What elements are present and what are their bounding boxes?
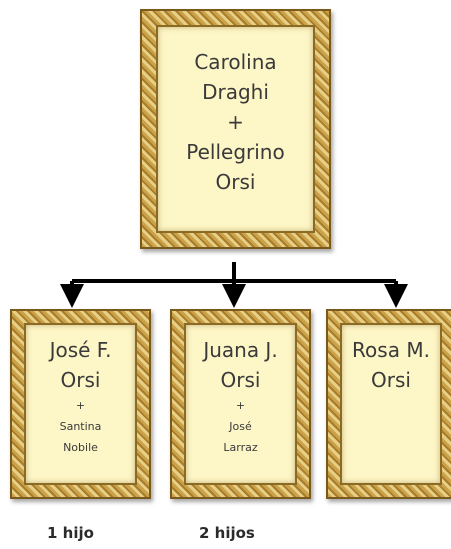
- plus-sign: +: [235, 399, 246, 412]
- children-count-juana: 2 hijos: [199, 524, 255, 542]
- parent-name-line-4: Orsi: [215, 170, 256, 194]
- spouse-name-line-2: Nobile: [63, 441, 98, 454]
- plus-sign: +: [227, 110, 244, 134]
- child-name-line-2: Orsi: [371, 368, 411, 392]
- child-card: Rosa M. Orsi: [340, 323, 442, 485]
- child-card: José F. Orsi + Santina Nobile: [24, 323, 137, 485]
- spouse-name-line-2: Larraz: [223, 441, 258, 454]
- children-count-jose: 1 hijo: [47, 524, 94, 542]
- parents-frame: Carolina Draghi + Pellegrino Orsi: [140, 9, 331, 249]
- parent-name-line-1: Carolina: [194, 50, 277, 74]
- parents-card: Carolina Draghi + Pellegrino Orsi: [156, 25, 315, 233]
- child-name-line-1: José F.: [49, 338, 112, 362]
- spouse-name-line-1: Santina: [59, 420, 102, 433]
- child-name-line-1: Juana J.: [203, 338, 278, 362]
- child-name-line-2: Orsi: [220, 368, 261, 392]
- child-frame-juana: Juana J. Orsi + José Larraz: [170, 309, 311, 499]
- child-name-line-2: Orsi: [60, 368, 101, 392]
- parent-name-line-2: Draghi: [202, 80, 269, 104]
- spouse-name-line-1: José: [229, 420, 252, 433]
- child-name-line-1: Rosa M.: [352, 338, 430, 362]
- child-card: Juana J. Orsi + José Larraz: [184, 323, 297, 485]
- parent-name-line-3: Pellegrino: [186, 140, 285, 164]
- child-frame-rosa: Rosa M. Orsi: [326, 309, 451, 499]
- plus-sign: +: [75, 399, 86, 412]
- child-frame-jose: José F. Orsi + Santina Nobile: [10, 309, 151, 499]
